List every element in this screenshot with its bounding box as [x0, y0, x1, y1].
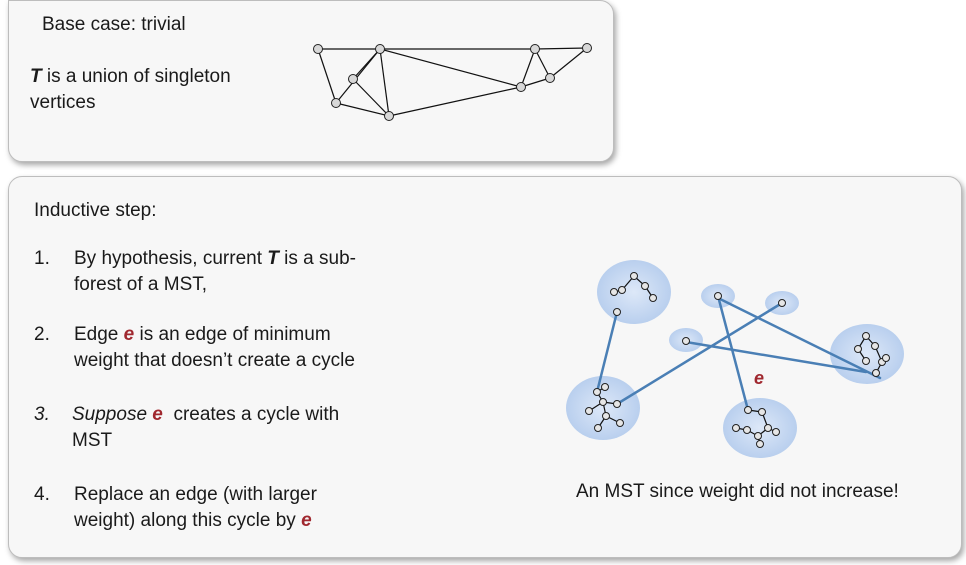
tree-node	[618, 286, 626, 294]
base-case-line2: vertices	[30, 92, 96, 113]
mst-edge	[716, 296, 882, 380]
item-2-text-b: is an edge of minimum	[134, 324, 331, 345]
t-variable: T	[267, 248, 279, 269]
inductive-title: Inductive step:	[34, 200, 157, 221]
item-4-number: 4.	[34, 484, 50, 505]
base-case-title: Base case: trivial	[42, 14, 186, 35]
component-blob	[723, 398, 797, 458]
item-2-line2: weight that doesn’t create a cycle	[74, 350, 355, 371]
mst-edge	[716, 294, 750, 412]
tree-node	[613, 308, 621, 316]
illustration-caption: An MST since weight did not increase!	[576, 481, 899, 502]
mst-edge	[684, 340, 868, 374]
t-variable: T	[30, 66, 42, 87]
tree-node	[743, 426, 751, 434]
tree-node	[732, 424, 740, 432]
tree-node	[754, 432, 762, 440]
tree-node	[872, 369, 880, 377]
mst-edge	[615, 301, 784, 406]
tree-node	[682, 337, 690, 345]
tree-node	[756, 440, 764, 448]
item-2-number: 2.	[34, 324, 50, 345]
edge-e-label: e	[754, 368, 764, 388]
tree-node	[610, 288, 618, 296]
tree-node	[649, 294, 657, 302]
graph-node	[530, 44, 540, 54]
item-1-line2: forest of a MST,	[74, 274, 208, 295]
tree-node	[613, 400, 621, 408]
item-1-number: 1.	[34, 248, 50, 269]
edge-e-variable: e	[152, 404, 163, 425]
item-3-text-a: Suppose	[72, 404, 148, 425]
item-3-number: 3.	[34, 404, 50, 425]
tree-node	[599, 398, 607, 406]
graph-node	[384, 111, 394, 121]
component-blob	[597, 260, 671, 324]
item-1-text-a: By hypothesis, current	[74, 248, 268, 269]
item-3-text-b: creates a cycle with	[173, 404, 340, 425]
graph-node	[313, 44, 323, 54]
tree-node	[616, 419, 624, 427]
tree-node	[862, 357, 870, 365]
tree-node	[778, 299, 786, 307]
edge-e-variable: e	[301, 510, 312, 531]
tree-node	[882, 354, 890, 362]
base-case-line1-text: is a union of singleton	[41, 66, 231, 87]
base-case-line1: T is a union of singleton	[30, 64, 231, 90]
graph-node	[516, 82, 526, 92]
item-4-text-b: weight) along this cycle by	[74, 510, 302, 531]
item-2-text-a: Edge	[74, 324, 124, 345]
tree-node	[758, 408, 766, 416]
tree-node	[862, 332, 870, 340]
item-1-line1: By hypothesis, current T is a sub-	[74, 246, 356, 272]
inductive-step-panel	[8, 176, 962, 558]
item-3-line1: Suppose e creates a cycle with	[72, 402, 339, 428]
tree-node	[871, 342, 879, 350]
tree-node	[630, 272, 638, 280]
tree-node	[585, 407, 593, 415]
item-3-line2: MST	[72, 430, 113, 451]
graph-node	[545, 73, 555, 83]
tree-node	[854, 345, 862, 353]
tree-node	[641, 282, 649, 290]
item-4-line2: weight) along this cycle by e	[74, 508, 312, 534]
tree-node	[593, 388, 601, 396]
tree-node	[601, 383, 609, 391]
tree-node	[714, 292, 722, 300]
edge-e-variable: e	[123, 324, 135, 345]
item-4-line1: Replace an edge (with larger	[74, 484, 317, 505]
tree-node	[744, 406, 752, 414]
graph-node	[375, 44, 385, 54]
graph-node	[582, 43, 592, 53]
item-1-text-b: is a sub-	[278, 248, 356, 269]
graph-node	[331, 98, 341, 108]
tree-node	[602, 412, 610, 420]
base-case-graph	[313, 43, 592, 121]
tree-node	[594, 424, 602, 432]
mst-edge	[595, 310, 619, 394]
item-2-line1: Edge e is an edge of minimum	[74, 322, 331, 348]
tree-node	[764, 424, 772, 432]
base-case-panel	[8, 0, 614, 162]
tree-node	[772, 428, 780, 436]
graph-node	[348, 74, 358, 84]
